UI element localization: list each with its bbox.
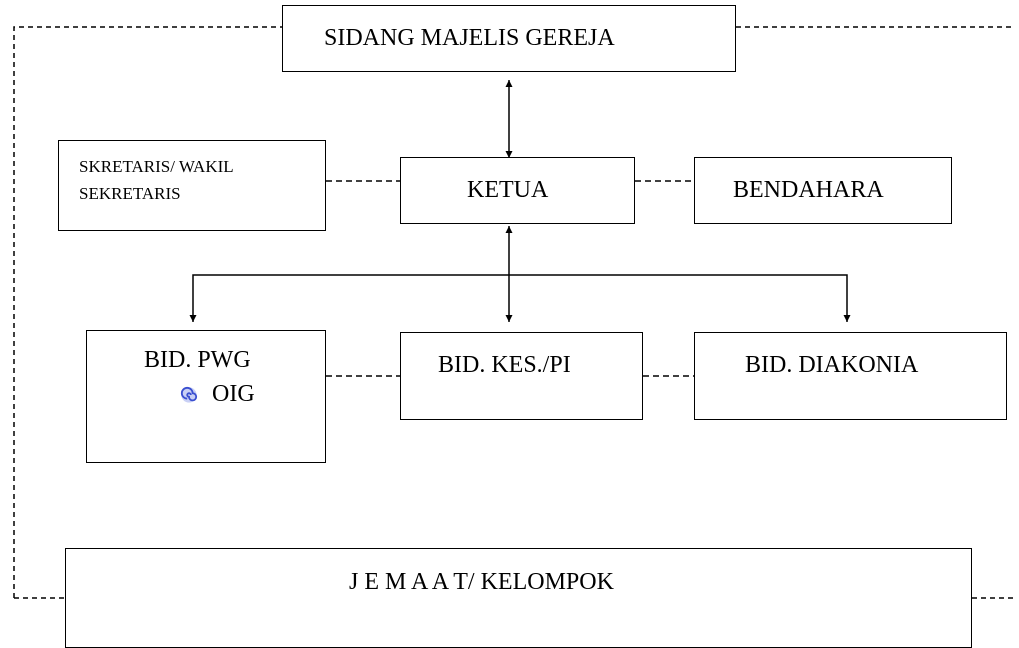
sidang-majelis-label: SIDANG MAJELIS GEREJA [324,25,615,51]
outer-dashed-frame [13,26,1015,599]
oig-label: OIG [212,381,255,407]
bid-kes-label: BID. KES./PI [438,352,571,378]
spiral-bullet-icon [180,386,198,403]
bid-diakonia-box [694,332,1007,420]
bid-diakonia-label: BID. DIAKONIA [745,352,919,378]
ketua-label: KETUA [467,177,549,203]
sekretaris-box [58,140,326,231]
ketua-box [400,157,635,224]
sekretaris-label-line2: SEKRETARIS [79,184,181,203]
jemaat-label: J E M A A T/ KELOMPOK [349,569,614,595]
bendahara-label: BENDAHARA [733,177,884,203]
jemaat-box [65,548,972,648]
connector-lines [13,26,1015,599]
bid-pwg-label: BID. PWG [144,347,251,373]
bid-pwg-box [86,330,326,463]
bid-kes-box [400,332,643,420]
sidang-majelis-box [282,5,736,72]
branch-line [189,274,851,322]
bendahara-box [694,157,952,224]
sekretaris-label-line1: SKRETARIS/ WAKIL [79,157,234,176]
